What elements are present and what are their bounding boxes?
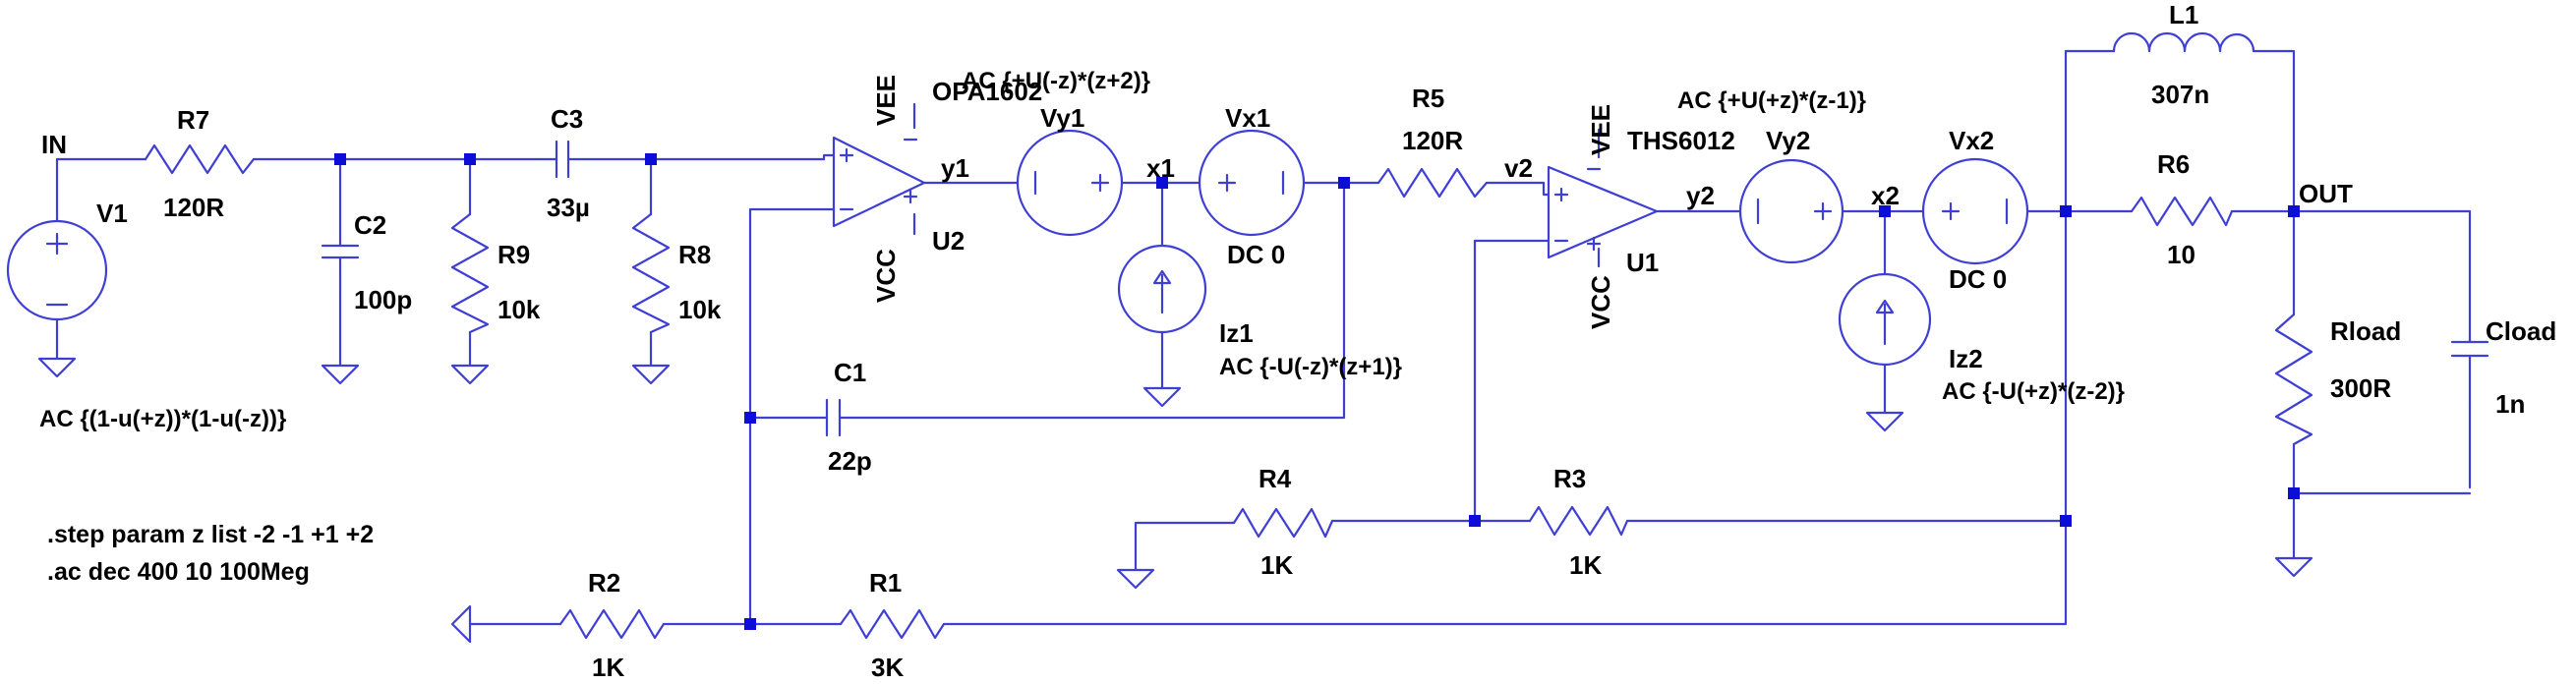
c3-value: 33µ [547, 193, 590, 222]
vx1-dc-value: DC 0 [1227, 240, 1285, 269]
ground-icon [1865, 411, 1904, 432]
u1-model: THS6012 [1627, 126, 1735, 155]
r6-resistor-icon[interactable] [2130, 196, 2234, 227]
cload-value: 1n [2495, 389, 2525, 419]
u1-opamp-icon[interactable] [1547, 165, 1659, 259]
c3-capacitor-icon[interactable] [537, 140, 590, 179]
wires [55, 49, 2472, 626]
iz2-current-source-icon[interactable] [1838, 272, 1932, 367]
ground-icon [1116, 568, 1155, 590]
u2-opamp-icon[interactable] [832, 136, 926, 228]
step-directive: .step param z list -2 -1 +1 +2 [47, 521, 374, 548]
u1-vcc-label: VCC [1586, 275, 1615, 329]
l1-value: 307n [2151, 80, 2209, 109]
net-label-y2: y2 [1686, 181, 1715, 210]
r5-name: R5 [1412, 84, 1444, 113]
r6-value: 10 [2167, 240, 2195, 269]
iz1-current-source-icon[interactable] [1117, 244, 1207, 334]
vy1-name: Vy1 [1040, 103, 1084, 133]
r8-value: 10k [678, 295, 722, 324]
net-label-out: OUT [2299, 179, 2353, 208]
iz2-name: Iz2 [1949, 344, 1983, 373]
r9-name: R9 [498, 240, 530, 269]
r4-resistor-icon[interactable] [1232, 507, 1334, 539]
c2-value: 100p [354, 285, 412, 314]
r4-name: R4 [1259, 464, 1292, 493]
net-label-v2: v2 [1504, 153, 1533, 183]
u2-model: OPA1602 [932, 77, 1042, 106]
c2-capacitor-icon[interactable] [321, 244, 360, 285]
c1-capacitor-icon[interactable] [825, 398, 867, 437]
net-label-x2: x2 [1871, 181, 1900, 210]
r1-resistor-icon[interactable] [839, 608, 946, 640]
ground-icon [450, 604, 472, 644]
ground-icon [450, 364, 490, 385]
r3-resistor-icon[interactable] [1528, 505, 1629, 537]
c1-name: C1 [834, 358, 866, 387]
v1-name: V1 [96, 199, 128, 228]
cload-capacitor-icon[interactable] [2450, 340, 2489, 405]
vx1-name: Vx1 [1225, 103, 1270, 133]
ground-icon [1142, 386, 1182, 408]
ground-icon [321, 364, 360, 385]
vy2-ac-value: AC {+U(+z)*(z-1)} [1677, 87, 1866, 114]
vx2-voltage-source-icon[interactable] [1921, 157, 2029, 265]
r9-value: 10k [498, 295, 541, 324]
v1-ac-value: AC {(1-u(+z))*(1-u(-z))} [39, 406, 286, 432]
cload-name: Cload [2486, 316, 2556, 346]
r7-value: 120R [163, 193, 224, 222]
vx1-voltage-source-icon[interactable] [1198, 129, 1306, 237]
ground-icon [631, 364, 671, 385]
c1-value: 22p [828, 446, 872, 476]
vy2-name: Vy2 [1766, 126, 1810, 155]
r9-resistor-icon[interactable] [450, 212, 490, 334]
r8-resistor-icon[interactable] [631, 212, 671, 334]
l1-name: L1 [2169, 0, 2198, 29]
r6-name: R6 [2157, 149, 2190, 179]
u2-name: U2 [932, 226, 965, 256]
l1-inductor-icon[interactable] [2112, 31, 2255, 53]
vy2-voltage-source-icon[interactable] [1738, 158, 1844, 264]
r2-resistor-icon[interactable] [558, 608, 666, 640]
junction-dots [334, 153, 2300, 630]
v1-voltage-source-icon[interactable] [6, 219, 108, 321]
u2-vcc-label: VCC [871, 249, 901, 303]
c2-name: C2 [354, 210, 386, 240]
vx2-dc-value: DC 0 [1949, 264, 2007, 294]
u2-vee-label: VEE [871, 75, 901, 126]
r1-name: R1 [869, 568, 902, 598]
ac-directive: .ac dec 400 10 100Meg [47, 558, 310, 586]
r2-name: R2 [588, 568, 620, 598]
vy1-voltage-source-icon[interactable] [1016, 129, 1124, 237]
r3-value: 1K [1569, 550, 1602, 580]
iz1-name: Iz1 [1219, 318, 1254, 348]
r2-value: 1K [592, 653, 624, 682]
iz1-ac-value: AC {-U(-z)*(z+1)} [1219, 354, 1402, 380]
ground-icon [37, 357, 77, 378]
u1-vee-label: VEE [1586, 104, 1615, 155]
r5-value: 120R [1402, 126, 1463, 155]
vy1-ac-value: AC {+U(-z)*(z+2)} [962, 68, 1150, 94]
net-label-x1: x1 [1146, 153, 1175, 183]
u1-name: U1 [1626, 248, 1659, 277]
rload-value: 300R [2330, 373, 2391, 403]
iz2-ac-value: AC {-U(+z)*(z-2)} [1942, 378, 2125, 405]
c3-name: C3 [551, 104, 583, 134]
vx2-name: Vx2 [1949, 126, 1994, 155]
r7-name: R7 [177, 105, 209, 135]
r5-resistor-icon[interactable] [1376, 167, 1489, 199]
net-label-in: IN [41, 130, 67, 159]
ground-icon [2274, 556, 2313, 578]
rload-name: Rload [2330, 316, 2401, 346]
rload-resistor-icon[interactable] [2274, 313, 2313, 446]
net-label-y1: y1 [941, 153, 969, 183]
r1-value: 3K [871, 653, 904, 682]
r4-value: 1K [1260, 550, 1293, 580]
r3-name: R3 [1553, 464, 1586, 493]
ground-symbols [37, 357, 2313, 644]
r7-resistor-icon[interactable] [144, 143, 256, 175]
r8-name: R8 [678, 240, 711, 269]
